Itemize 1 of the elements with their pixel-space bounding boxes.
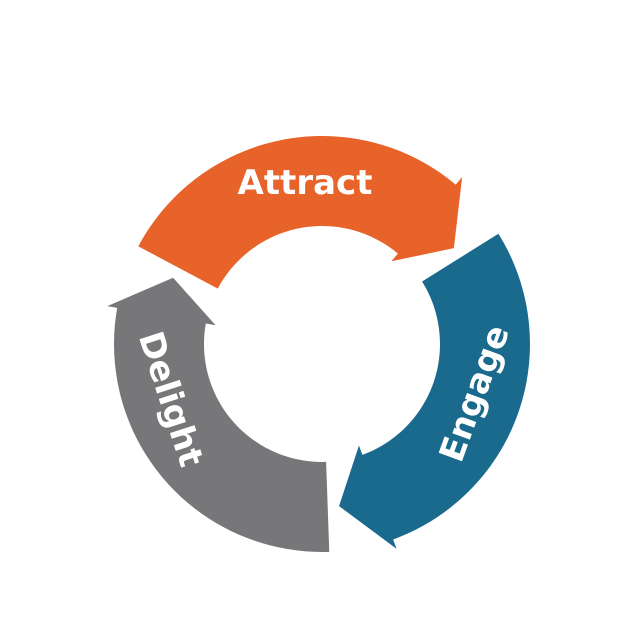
ring-segment: Attract bbox=[138, 136, 462, 289]
